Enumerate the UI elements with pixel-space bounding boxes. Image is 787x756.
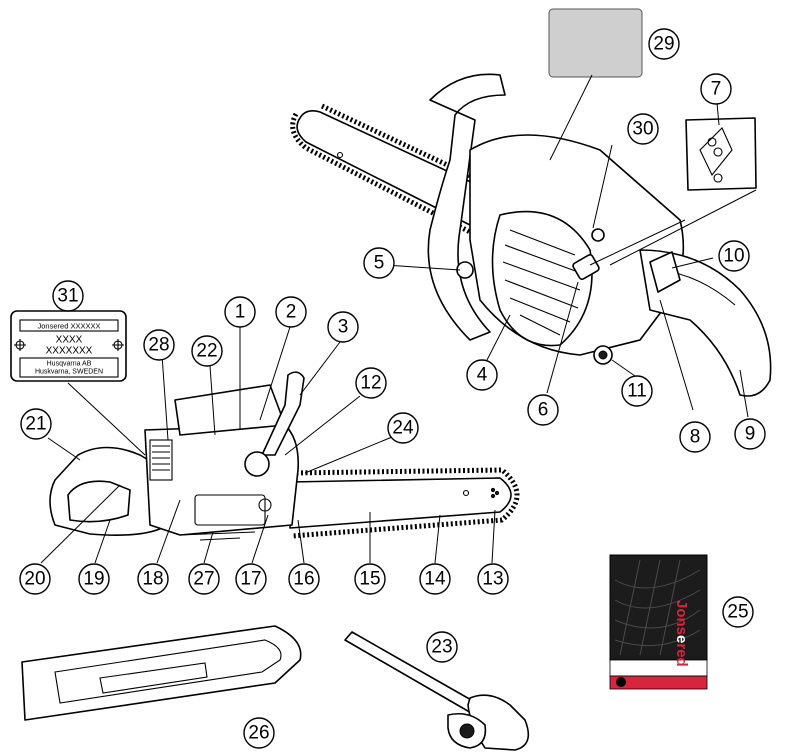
svg-text:29: 29 xyxy=(653,34,674,55)
callout-5: 5 xyxy=(363,247,395,279)
chainsaw-side-view xyxy=(49,371,520,541)
svg-text:18: 18 xyxy=(142,569,163,590)
manual-white-band xyxy=(609,659,708,677)
callout-11: 11 xyxy=(621,375,653,407)
callout-16: 16 xyxy=(288,563,320,595)
callout-19: 19 xyxy=(78,563,110,595)
svg-text:9: 9 xyxy=(745,424,756,445)
plate-line4: Husqvarna AB xyxy=(47,361,92,368)
svg-text:14: 14 xyxy=(424,569,446,590)
callout-21: 21 xyxy=(20,408,52,440)
callout-15: 15 xyxy=(354,563,386,595)
svg-text:26: 26 xyxy=(248,723,269,744)
chainsaw-perspective-view xyxy=(290,8,772,397)
manual-cover xyxy=(609,554,708,661)
callout-31: 31 xyxy=(52,280,84,312)
manual-brand-part1: Jons xyxy=(674,600,691,635)
svg-text:31: 31 xyxy=(57,286,78,307)
callout-14: 14 xyxy=(419,563,451,595)
combination-spanner xyxy=(344,631,530,751)
svg-text:24: 24 xyxy=(392,418,414,439)
operators-manual: Jonsered xyxy=(609,554,708,690)
callout-6: 6 xyxy=(527,394,559,426)
perspective-front-handle xyxy=(427,73,506,341)
plate-crosshair-left-icon xyxy=(14,339,26,351)
callout-17: 17 xyxy=(235,563,267,595)
side-guide-bar xyxy=(289,477,512,529)
manual-brand-title: Jonsered xyxy=(674,600,691,667)
svg-text:28: 28 xyxy=(148,335,169,356)
svg-text:15: 15 xyxy=(359,569,380,590)
callout-8: 8 xyxy=(679,421,711,453)
callout-7: 7 xyxy=(700,73,732,105)
svg-text:5: 5 xyxy=(374,253,385,274)
svg-text:23: 23 xyxy=(431,637,452,658)
callout-3: 3 xyxy=(327,311,359,343)
perspective-rear-handle xyxy=(639,249,772,397)
inset-detail-box xyxy=(685,117,757,191)
callout-1: 1 xyxy=(224,296,256,328)
svg-text:7: 7 xyxy=(711,79,722,100)
callout-2: 2 xyxy=(275,296,307,328)
callout-12: 12 xyxy=(355,367,387,399)
leader-lines xyxy=(40,74,757,564)
svg-text:19: 19 xyxy=(83,569,104,590)
svg-text:17: 17 xyxy=(240,569,261,590)
callout-4: 4 xyxy=(466,359,498,391)
manual-brand-e-icon: e xyxy=(674,635,691,643)
svg-text:6: 6 xyxy=(538,400,549,421)
callout-20: 20 xyxy=(19,563,51,595)
svg-text:3: 3 xyxy=(338,317,349,338)
callout-24: 24 xyxy=(387,412,419,444)
svg-text:30: 30 xyxy=(632,119,653,140)
callout-25: 25 xyxy=(722,596,754,628)
plate-line5: Huskvarna, SWEDEN xyxy=(35,369,103,376)
svg-text:8: 8 xyxy=(690,427,701,448)
svg-text:13: 13 xyxy=(482,569,503,590)
callout-22: 22 xyxy=(191,335,223,367)
manual-logo-icon xyxy=(616,677,626,687)
gray-decal-label xyxy=(548,8,643,78)
callout-23: 23 xyxy=(426,631,458,663)
svg-text:25: 25 xyxy=(727,602,748,623)
callout-18: 18 xyxy=(137,563,169,595)
svg-text:27: 27 xyxy=(193,569,214,590)
svg-text:10: 10 xyxy=(723,246,744,267)
callout-10: 10 xyxy=(718,240,750,272)
callouts: 1 2 3 4 5 6 7 8 9 10 11 12 13 14 15 16 1… xyxy=(19,28,766,749)
callout-30: 30 xyxy=(627,113,659,145)
callout-28: 28 xyxy=(143,329,175,361)
side-chain-brake-knob xyxy=(244,451,270,477)
manual-red-band xyxy=(609,675,708,690)
svg-text:4: 4 xyxy=(477,365,488,386)
svg-text:20: 20 xyxy=(24,569,45,590)
callout-9: 9 xyxy=(734,418,766,450)
plate-crosshair-right-icon xyxy=(112,339,124,351)
svg-text:16: 16 xyxy=(293,569,314,590)
side-front-handle xyxy=(261,371,305,456)
callout-27: 27 xyxy=(188,563,220,595)
plate-line3: XXXXXXX xyxy=(46,346,93,357)
svg-text:2: 2 xyxy=(286,302,297,323)
plate-line1: Jonsered XXXXXX xyxy=(38,322,101,331)
bar-scabbard xyxy=(21,625,302,721)
svg-text:1: 1 xyxy=(235,302,246,323)
perspective-starter-cover xyxy=(491,210,593,347)
callout-13: 13 xyxy=(477,563,509,595)
callout-29: 29 xyxy=(648,28,680,60)
callout-26: 26 xyxy=(243,717,275,749)
side-muffler-grille xyxy=(149,439,173,481)
svg-text:11: 11 xyxy=(627,381,647,402)
svg-text:21: 21 xyxy=(25,414,46,435)
svg-text:22: 22 xyxy=(196,341,217,362)
rating-plate: Jonsered XXXXXX XXXX XXXXXXX Husqvarna A… xyxy=(10,310,127,382)
manual-brand-part2: red xyxy=(674,643,691,666)
plate-line2: XXXX xyxy=(56,335,83,346)
side-saw-chain xyxy=(291,467,520,539)
svg-text:12: 12 xyxy=(360,373,381,394)
